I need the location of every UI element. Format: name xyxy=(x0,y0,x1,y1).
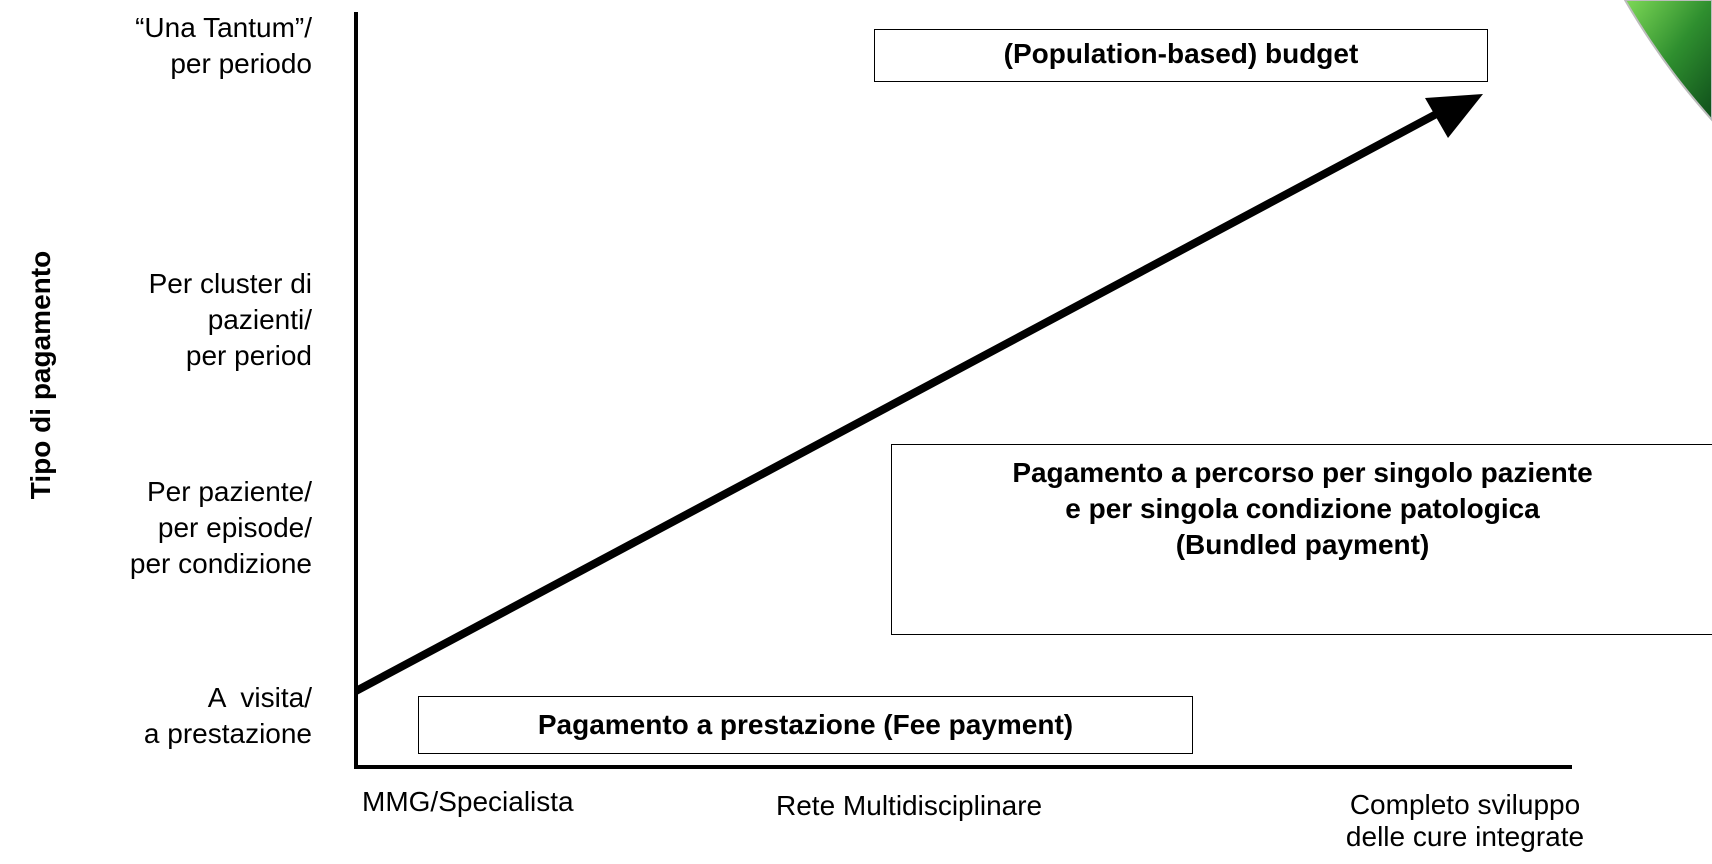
budget-box: (Population-based) budget xyxy=(874,29,1488,82)
y-tick-line: “Una Tantum”/ xyxy=(135,12,312,43)
x-tick-mmg: MMG/Specialista xyxy=(362,786,574,818)
bundled-box-line: e per singola condizione patologica xyxy=(1065,493,1540,524)
y-tick-per-cluster: Per cluster di pazienti/ per period xyxy=(149,266,312,374)
budget-box-label: (Population-based) budget xyxy=(1003,38,1359,69)
x-tick-line: Completo sviluppo xyxy=(1349,789,1581,820)
x-tick-line: Rete Multidisciplinare xyxy=(776,790,1043,821)
x-tick-line: MMG/Specialista xyxy=(362,786,574,817)
y-tick-per-paziente: Per paziente/ per episode/ per condizion… xyxy=(130,474,312,582)
y-tick-una-tantum: “Una Tantum”/ per periodo xyxy=(135,10,312,82)
trend-arrow xyxy=(354,107,1444,695)
y-tick-line: per condizione xyxy=(129,548,312,579)
y-tick-line: Per cluster di xyxy=(148,268,312,299)
bundled-box-line: Pagamento a percorso per singolo pazient… xyxy=(1012,457,1593,488)
y-tick-line: Per paziente/ xyxy=(147,476,312,507)
y-tick-line: A visita/ xyxy=(207,682,312,713)
fee-box-label: Pagamento a prestazione (Fee payment) xyxy=(537,709,1074,740)
y-axis-title: Tipo di pagamento xyxy=(25,250,56,500)
y-tick-line: pazienti/ xyxy=(207,304,312,335)
y-tick-a-visita: A visita/ a prestazione xyxy=(144,680,312,752)
bundled-payment-box: Pagamento a percorso per singolo pazient… xyxy=(891,444,1712,635)
fee-payment-box: Pagamento a prestazione (Fee payment) xyxy=(418,696,1193,754)
x-tick-rete: Rete Multidisciplinare xyxy=(776,790,1042,822)
y-tick-line: per period xyxy=(185,340,312,371)
y-tick-line: per periodo xyxy=(170,48,312,79)
arrowhead-icon xyxy=(1425,94,1483,138)
bundled-box-line: (Bundled payment) xyxy=(1175,529,1430,560)
y-tick-line: a prestazione xyxy=(143,718,312,749)
corner-decoration-icon xyxy=(1623,0,1712,122)
x-tick-line: delle cure integrate xyxy=(1345,821,1585,852)
y-tick-line: per episode/ xyxy=(157,512,312,543)
x-tick-completo: Completo sviluppo delle cure integrate xyxy=(1340,789,1590,853)
